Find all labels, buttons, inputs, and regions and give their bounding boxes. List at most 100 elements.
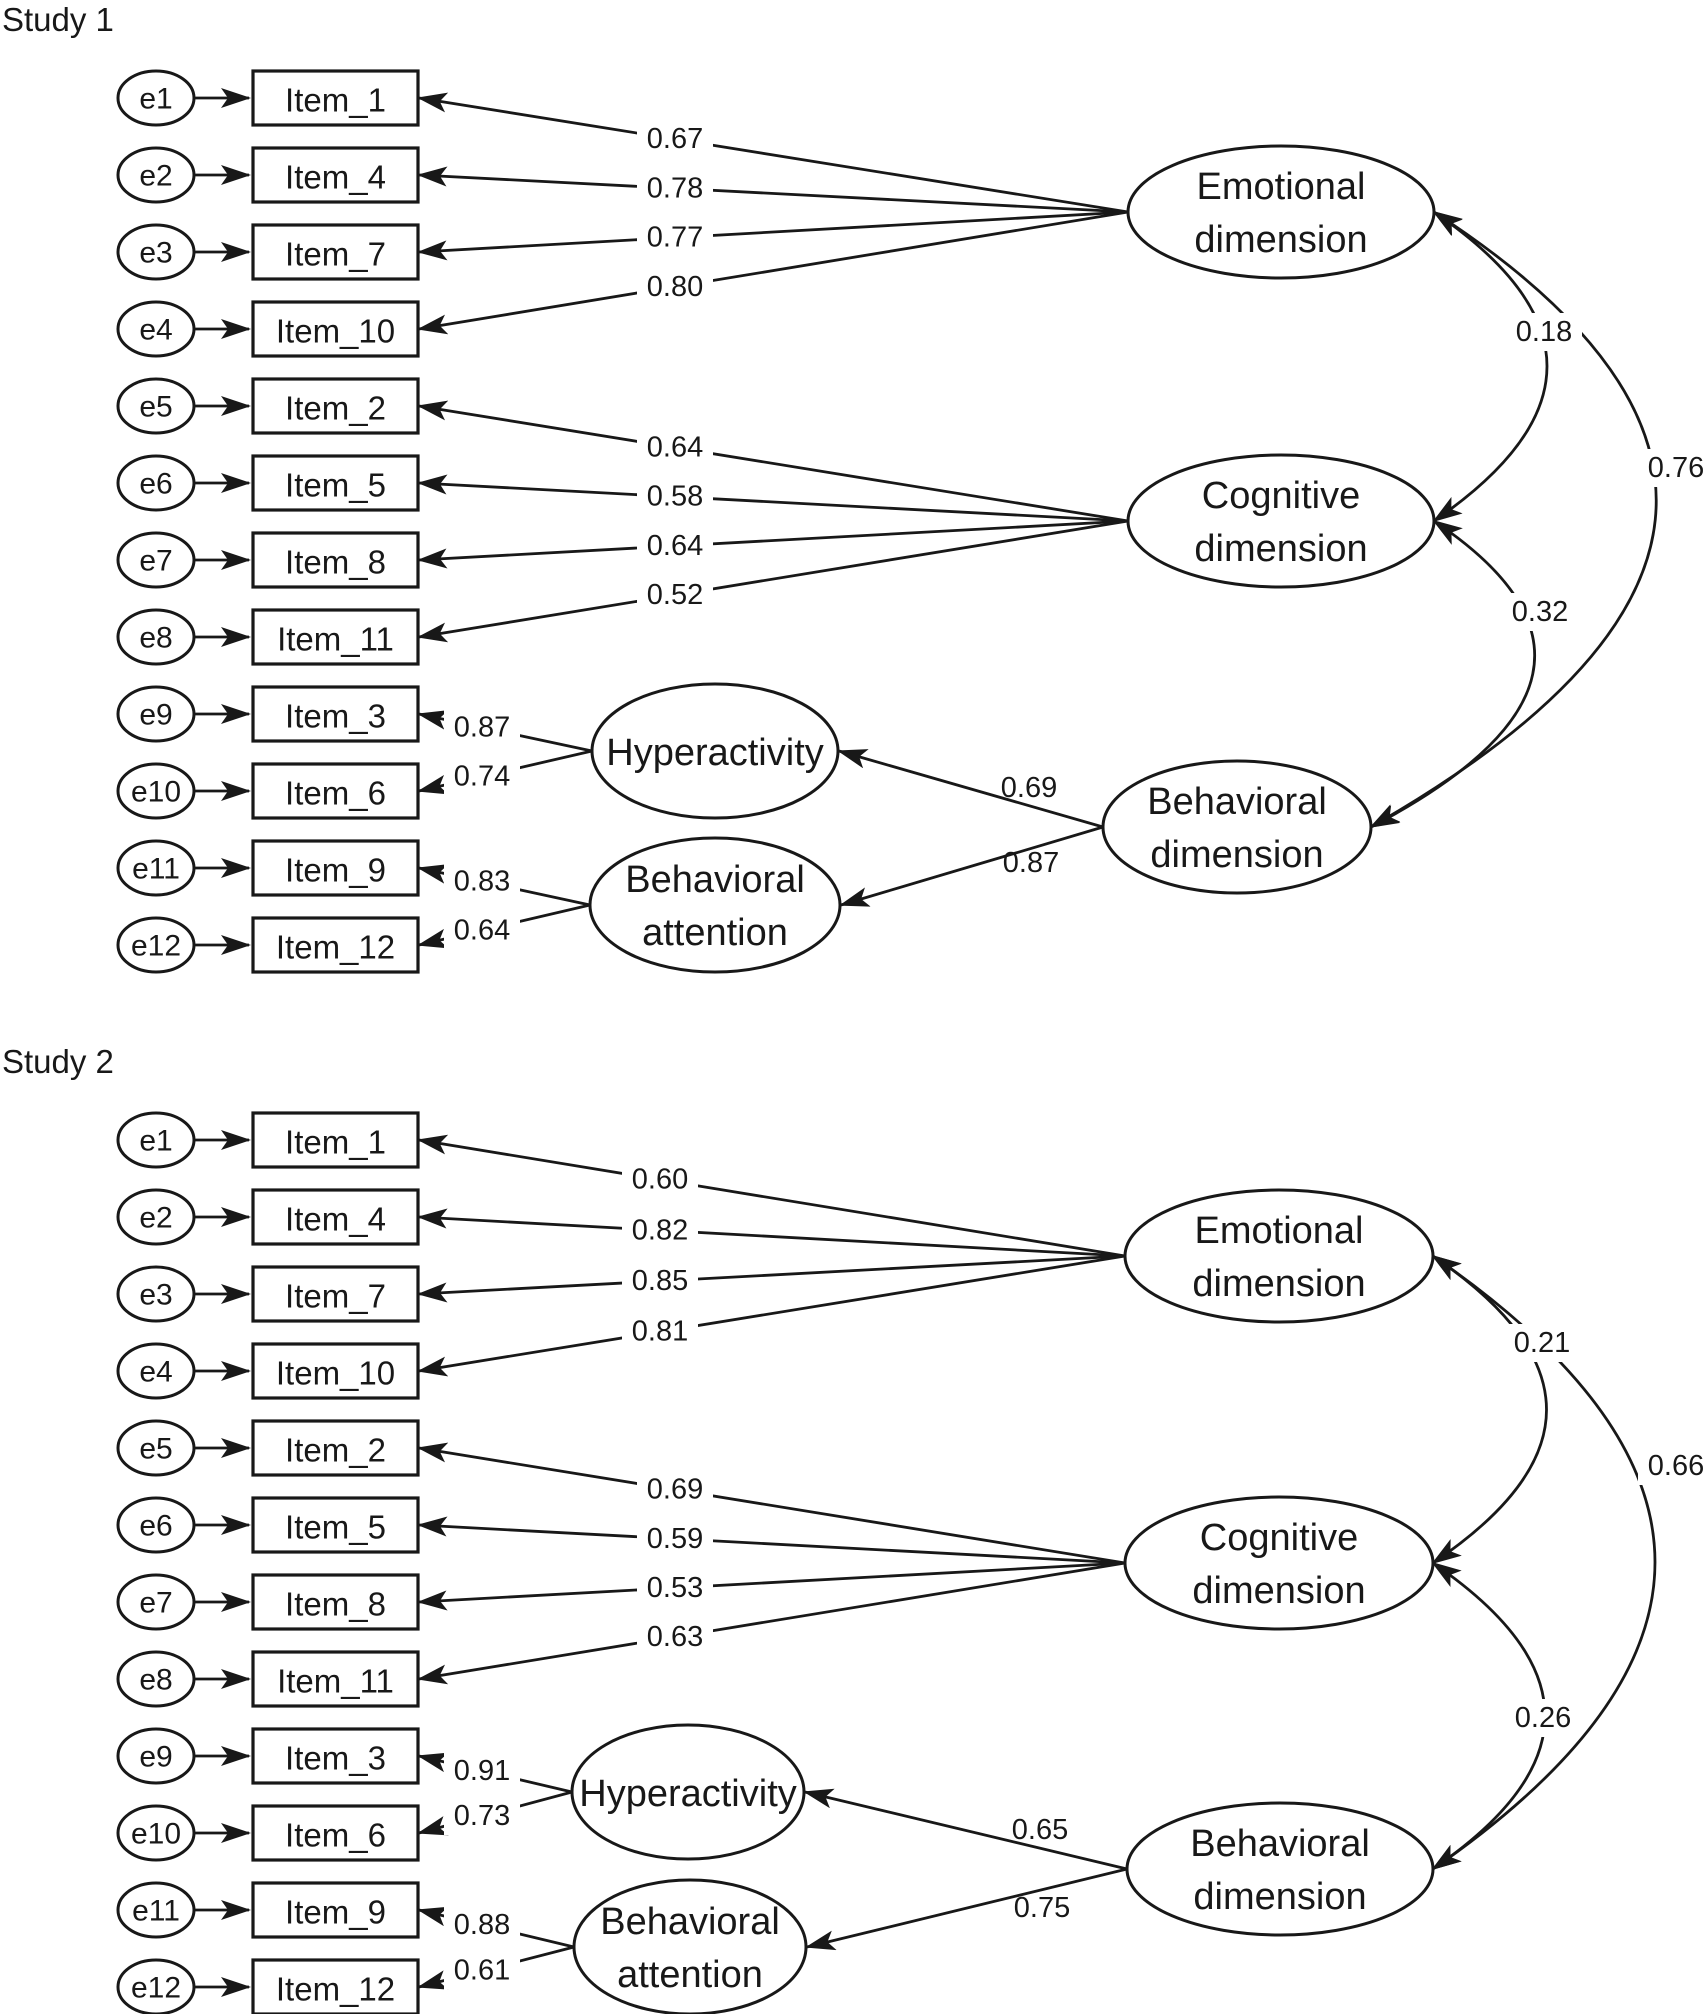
loading-value: 0.59 — [647, 1523, 703, 1555]
item-label: Item_8 — [285, 544, 386, 581]
error-node — [116, 1342, 196, 1400]
loading-value: 0.91 — [454, 1755, 510, 1787]
item-label: Item_7 — [285, 236, 386, 273]
structural-value: 0.87 — [1003, 847, 1059, 879]
error-label: e6 — [139, 468, 172, 501]
structural-value: 0.65 — [1012, 1814, 1068, 1846]
error-node — [116, 146, 196, 204]
error-node — [116, 916, 196, 974]
loading-value: 0.63 — [647, 1621, 703, 1653]
item-box — [251, 1881, 420, 1939]
loading-path — [417, 166, 1129, 214]
covariance-value-gap — [1505, 1699, 1581, 1737]
study-title: Study 1 — [2, 1, 114, 38]
latent-label: Behavioral — [600, 1901, 780, 1943]
error-node — [116, 1496, 196, 1554]
item-box — [251, 839, 420, 897]
covariance-value-gap — [1506, 313, 1582, 351]
latent-label: Cognitive — [1200, 1517, 1358, 1559]
error-label: e3 — [139, 237, 172, 270]
error-node — [116, 1881, 196, 1939]
covariance-path — [1431, 1254, 1548, 1565]
error-label: e5 — [139, 391, 172, 424]
latent-label: dimension — [1194, 528, 1367, 570]
latent-label: Behavioral — [1190, 1823, 1370, 1865]
item-box — [251, 1419, 420, 1477]
error-node — [116, 223, 196, 281]
loading-path — [417, 210, 1129, 335]
latent-label: Hyperactivity — [606, 732, 824, 774]
loading-value-gap — [444, 1751, 520, 1790]
error-label: e8 — [139, 1664, 172, 1697]
item-box — [251, 300, 420, 358]
loading-value-gap — [637, 428, 713, 467]
error-node — [116, 1804, 196, 1862]
loading-value-gap — [444, 862, 520, 901]
covariance-path — [1432, 210, 1549, 523]
item-label: Item_11 — [277, 621, 394, 658]
item-box — [251, 1573, 420, 1631]
structural-path — [805, 1867, 1128, 1951]
loading-value: 0.64 — [647, 530, 703, 562]
item-label: Item_9 — [285, 852, 386, 889]
loading-path — [417, 1442, 1126, 1565]
error-label: e12 — [131, 1972, 181, 2005]
loading-value-gap — [622, 1160, 698, 1199]
loading-value: 0.83 — [454, 866, 510, 898]
item-label: Item_2 — [285, 390, 386, 427]
item-box — [251, 1727, 420, 1785]
loading-value-gap — [637, 526, 713, 565]
item-label: Item_6 — [285, 775, 386, 812]
loading-value: 0.80 — [647, 271, 703, 303]
error-node — [116, 377, 196, 435]
loading-value-gap — [444, 1797, 520, 1836]
item-box — [251, 454, 420, 512]
item-label: Item_3 — [285, 1740, 386, 1777]
loading-value-gap — [637, 267, 713, 306]
error-label: e7 — [139, 1587, 172, 1620]
error-label: e4 — [139, 1356, 172, 1389]
latent-label: Behavioral — [625, 859, 805, 901]
item-label: Item_5 — [285, 1509, 386, 1546]
error-label: e9 — [139, 1741, 172, 1774]
loading-value: 0.87 — [454, 711, 510, 743]
error-node — [116, 1650, 196, 1708]
loading-value-gap — [444, 757, 520, 796]
error-label: e11 — [132, 853, 180, 886]
error-node — [116, 685, 196, 743]
loading-path — [417, 92, 1129, 214]
item-label: Item_10 — [276, 1355, 395, 1392]
loading-value: 0.64 — [647, 432, 703, 464]
error-label: e12 — [131, 930, 181, 963]
loading-value: 0.64 — [454, 914, 510, 946]
latent-ellipse-hyperactivity — [570, 1723, 806, 1861]
latent-label: Emotional — [1197, 166, 1366, 208]
item-box — [251, 1650, 420, 1708]
covariance-value-gap — [1638, 1447, 1706, 1485]
item-label: Item_8 — [285, 1586, 386, 1623]
error-node — [116, 1419, 196, 1477]
covariance-value: 0.26 — [1515, 1702, 1571, 1734]
item-box — [251, 1342, 420, 1400]
covariance-value: 0.76 — [1648, 452, 1704, 484]
latent-label: dimension — [1194, 219, 1367, 261]
error-label: e1 — [139, 83, 172, 116]
loading-value: 0.58 — [647, 481, 703, 513]
covariance-value-gap — [1504, 1324, 1580, 1362]
error-label: e11 — [132, 1895, 180, 1928]
loading-value-gap — [637, 169, 713, 208]
item-box — [251, 1958, 420, 2014]
latent-label: dimension — [1192, 1263, 1365, 1305]
item-box — [251, 223, 420, 281]
loading-path — [417, 519, 1129, 643]
item-box — [251, 377, 420, 435]
latent-ellipse-hyperactivity — [590, 682, 840, 820]
latent-ellipse-behavioral — [1125, 1801, 1435, 1937]
item-label: Item_9 — [285, 1894, 386, 1931]
item-box — [251, 762, 420, 820]
loading-value-gap — [444, 911, 520, 950]
loading-value-gap — [622, 1312, 698, 1351]
